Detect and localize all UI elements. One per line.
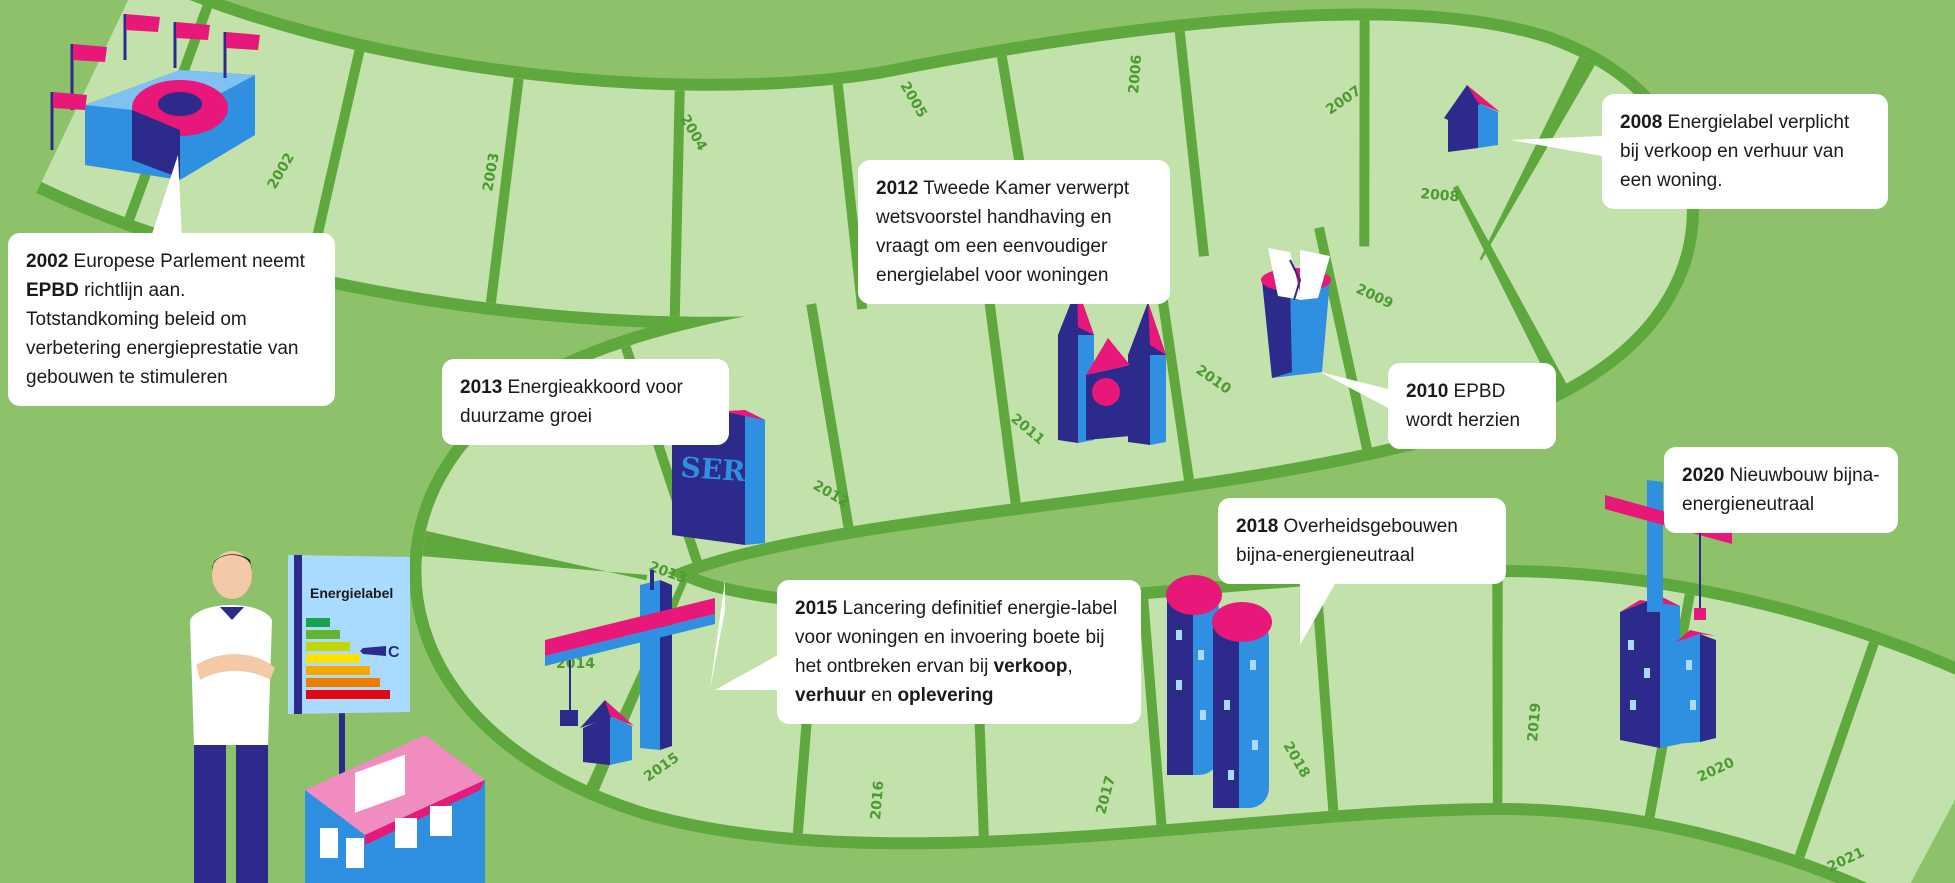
- callout-bold-text: verkoop: [993, 656, 1068, 677]
- crane-building-icon: [1605, 480, 1732, 748]
- callout-year: 2002: [26, 251, 69, 272]
- callout-bold-text: verhuur: [795, 685, 866, 706]
- person-illustration: [190, 551, 275, 883]
- callout-text: Europese Parlement neemt: [68, 251, 305, 272]
- energielabel-title: Energielabel: [310, 585, 393, 601]
- callout-2012: 2012 Tweede Kamer verwerpt wetsvoorstel …: [858, 160, 1170, 304]
- callout-text: Tweede Kamer verwerpt wetsvoorstel handh…: [876, 178, 1130, 286]
- energy-bars: [306, 618, 390, 699]
- callout-year: 2015: [795, 598, 838, 619]
- year-label: 2003: [480, 152, 503, 193]
- pink-house-illustration: [305, 735, 485, 883]
- callout-year: 2010: [1406, 381, 1449, 402]
- callout-year: 2013: [460, 377, 503, 398]
- year-label: 2019: [1525, 702, 1544, 742]
- callout-text: en: [865, 685, 898, 706]
- ser-book-label: SER: [680, 451, 748, 488]
- church-icon: [1058, 287, 1166, 445]
- callout-text: ,: [1067, 656, 1073, 677]
- callout-text: Energielabel verplicht bij verkoop en ve…: [1620, 112, 1850, 191]
- callout-text: richtlijn aan. Totstandkoming beleid om …: [26, 280, 299, 388]
- year-label: 2016: [868, 780, 887, 820]
- house-icon: [580, 700, 634, 765]
- towers-icon: [1166, 575, 1272, 808]
- callout-year: 2012: [876, 178, 919, 199]
- house-icon: [1444, 85, 1500, 152]
- crane-icon: [545, 570, 715, 750]
- energielabel-rating: C: [388, 644, 400, 661]
- callout-text: Lancering definitief energie-label voor …: [795, 598, 1118, 677]
- callout-2018: 2018 Overheidsgebouwen bijna-energieneut…: [1218, 498, 1506, 584]
- callout-bold-text: EPBD: [26, 280, 79, 301]
- year-label: 2008: [1420, 186, 1460, 205]
- callout-text: Nieuwbouw bijna-energieneutraal: [1682, 465, 1880, 515]
- callout-2013: 2013 Energieakkoord voor duurzame groei: [442, 359, 729, 445]
- callout-year: 2018: [1236, 516, 1279, 537]
- callout-bold-text: oplevering: [897, 685, 994, 706]
- parliament-building: [50, 14, 260, 180]
- callout-year: 2008: [1620, 112, 1663, 133]
- callout-2010: 2010 EPBD wordt herzien: [1388, 363, 1556, 449]
- callout-pointers: [150, 136, 1602, 690]
- flag-icon: [50, 14, 260, 150]
- callout-text: Overheidsgebouwen bijna-energieneutraal: [1236, 516, 1458, 566]
- paper-bin-icon: [1261, 248, 1331, 378]
- callout-text: Energieakkoord voor duurzame groei: [460, 377, 683, 427]
- callout-text: EPBD wordt herzien: [1406, 381, 1521, 431]
- year-label: 2006: [1126, 54, 1145, 94]
- callout-2002: 2002 Europese Parlement neemt EPBD richt…: [8, 233, 335, 406]
- callout-2008: 2008 Energielabel verplicht bij verkoop …: [1602, 94, 1888, 209]
- callout-year: 2020: [1682, 465, 1725, 486]
- callout-2020: 2020 Nieuwbouw bijna-energieneutraal: [1664, 447, 1898, 533]
- callout-2015: 2015 Lancering definitief energie-label …: [777, 580, 1141, 724]
